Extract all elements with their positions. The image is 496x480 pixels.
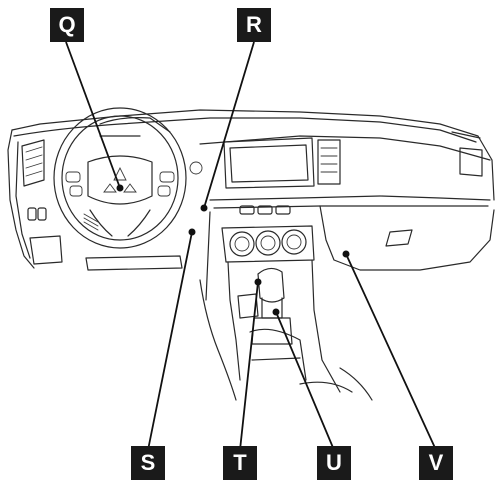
leader-t <box>239 281 259 451</box>
dashboard-outline <box>7 109 495 301</box>
center-air-vent <box>317 139 341 185</box>
steering-wheel <box>53 107 187 249</box>
target-r <box>200 204 208 212</box>
left-switch-panel <box>27 207 183 271</box>
climate-controls <box>221 225 315 263</box>
target-t <box>254 278 262 286</box>
leader-r <box>203 41 255 209</box>
callout-s: S <box>131 446 165 480</box>
center-console <box>227 259 341 393</box>
instrument-cluster <box>99 117 203 175</box>
center-display <box>223 137 315 189</box>
right-air-vent <box>451 131 483 177</box>
callout-q: Q <box>50 8 84 42</box>
center-buttons <box>239 205 291 215</box>
target-s <box>188 228 196 236</box>
leader-s <box>147 231 193 451</box>
target-u <box>272 308 280 316</box>
leader-q <box>65 41 121 189</box>
glove-box <box>385 229 413 247</box>
callout-v: V <box>419 446 453 480</box>
leader-v <box>345 253 437 451</box>
target-v <box>342 250 350 258</box>
callout-t: T <box>223 446 257 480</box>
callout-r: R <box>237 8 271 42</box>
target-q <box>116 184 124 192</box>
left-air-vent <box>21 139 45 187</box>
callout-u: U <box>317 446 351 480</box>
leader-lines <box>65 41 437 451</box>
lower-dashboard <box>199 279 373 401</box>
leader-u <box>275 311 335 451</box>
